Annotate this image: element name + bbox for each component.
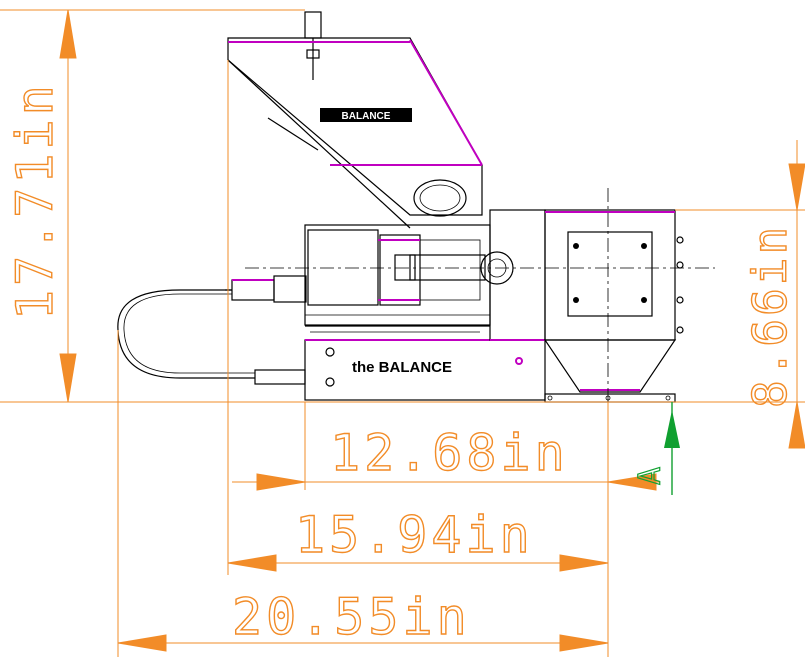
dimension-arrow xyxy=(227,554,277,572)
width-b-label: 15.94in xyxy=(295,506,534,564)
dimension-arrow xyxy=(117,634,167,652)
datum-arrow xyxy=(664,410,680,448)
dimension-arrow xyxy=(559,554,609,572)
dimension-layer xyxy=(0,9,805,657)
hopper-height-label: 8.66in xyxy=(743,224,797,408)
sight-glass xyxy=(413,179,467,217)
dimension-arrow xyxy=(788,163,805,211)
right-hopper-box xyxy=(544,209,676,341)
width-a-label: 12.68in xyxy=(330,424,569,482)
dimension-arrow xyxy=(788,401,805,449)
brand-label: the BALANCE xyxy=(352,359,452,376)
dimension-arrow xyxy=(559,634,609,652)
datum-marker: A xyxy=(632,402,680,495)
overall-height-label: 17.71in xyxy=(6,81,64,320)
width-c-label: 20.55in xyxy=(232,588,471,646)
dimension-arrow xyxy=(59,9,77,59)
nameplate-text: BALANCE xyxy=(342,111,391,122)
dimension-arrow xyxy=(607,473,657,491)
dimension-arrow xyxy=(256,473,306,491)
datum-label: A xyxy=(633,467,668,485)
hopper-side-accent xyxy=(409,39,483,166)
nameplate xyxy=(320,108,412,122)
machine-outline: BALANCE the BALANCE xyxy=(117,11,715,430)
dimension-arrow xyxy=(59,353,77,403)
